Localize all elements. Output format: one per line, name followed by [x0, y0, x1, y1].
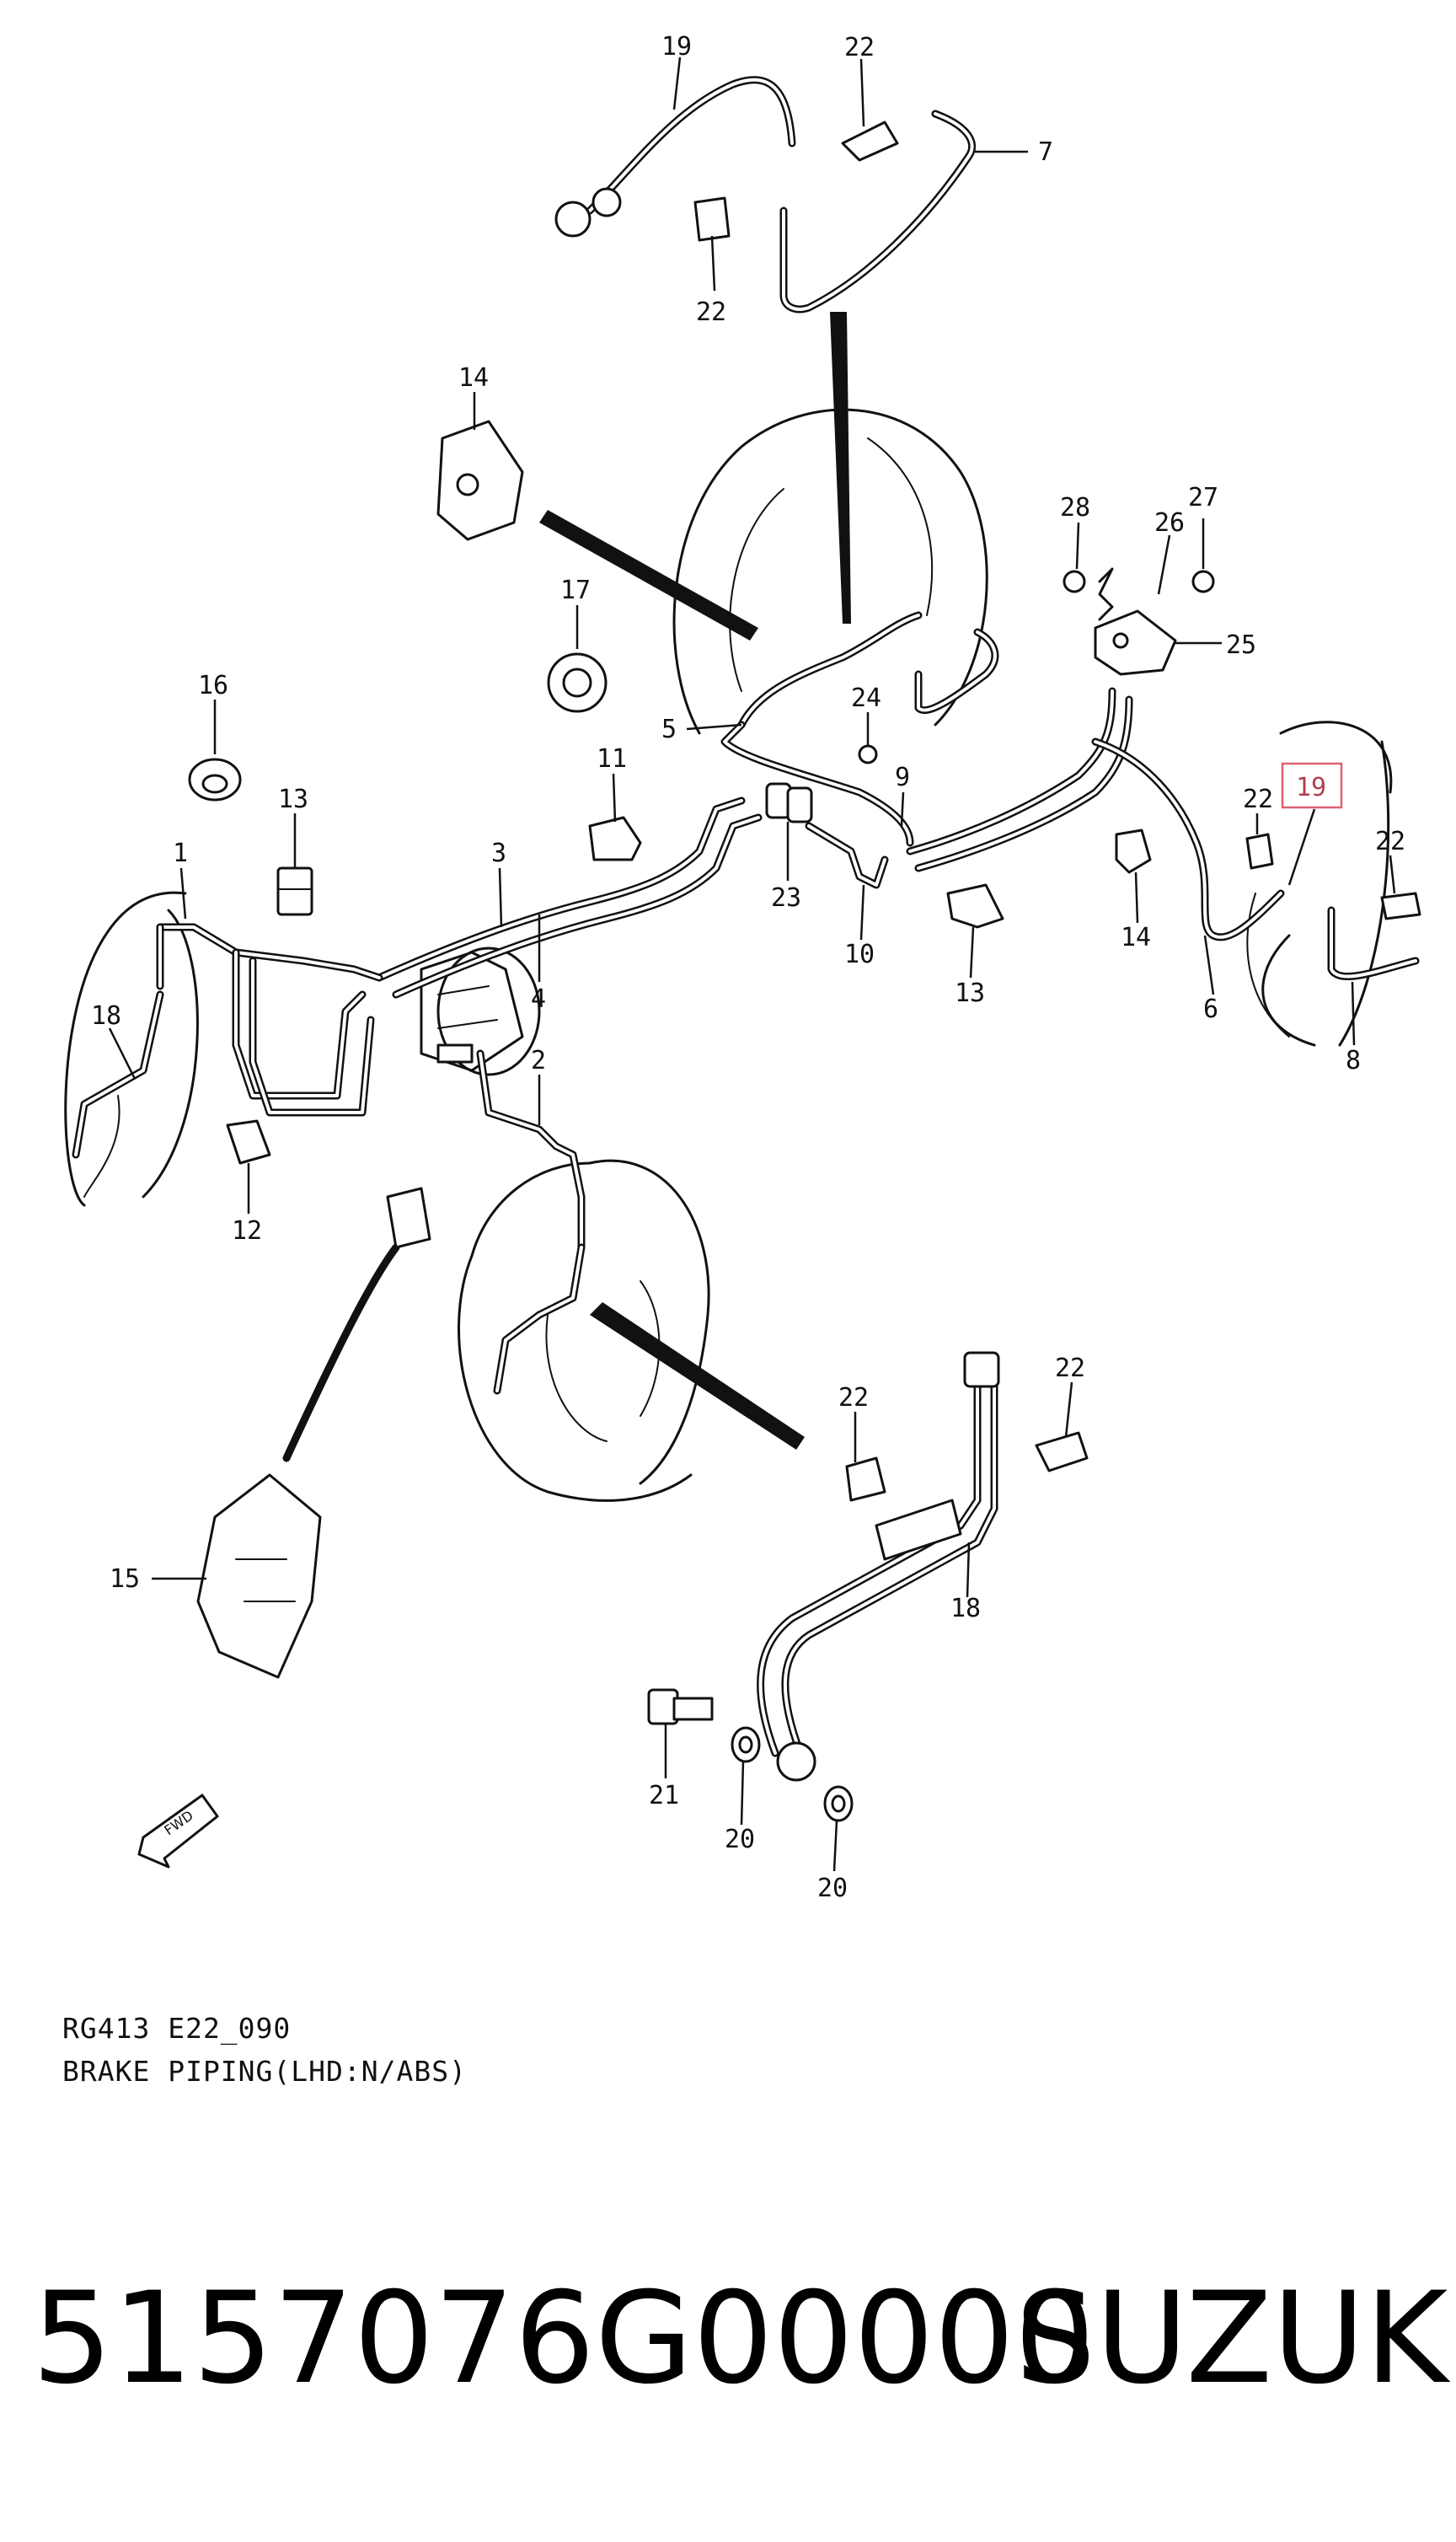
clip-22-right-a [1245, 833, 1274, 870]
clamp-11 [588, 816, 642, 861]
callout-11: 11 [597, 744, 627, 774]
cap-16 [188, 758, 242, 802]
callout-10: 10 [844, 940, 875, 969]
bolt-21 [647, 1688, 714, 1725]
callout-22-top-left: 22 [696, 298, 726, 327]
callout-3: 3 [491, 839, 506, 868]
callout-22-top-right: 22 [844, 33, 875, 62]
callout-24: 24 [851, 684, 881, 713]
callout-28: 28 [1060, 493, 1090, 523]
callout-18-left: 18 [91, 1001, 121, 1031]
washer-20-a [731, 1726, 761, 1763]
callout-14-right: 14 [1121, 923, 1151, 952]
callout-13-left: 13 [278, 785, 308, 814]
part-number: 5157076G00000 [32, 2266, 1095, 2412]
callout-labels: 19 22 7 22 14 28 27 26 25 17 5 24 16 11 … [91, 32, 1405, 1903]
callout-5: 5 [661, 715, 677, 744]
diagram-title: BRAKE PIPING(LHD:N/ABS) [62, 2055, 467, 2088]
master-cylinder-booster [420, 947, 541, 1076]
callout-14-top: 14 [458, 363, 489, 393]
bracket-14-top [436, 420, 524, 541]
callout-25: 25 [1226, 630, 1256, 660]
brand-name: SUZUKI [1015, 2266, 1456, 2412]
clip-22-bottom-b [1035, 1431, 1089, 1472]
clamp-13-left [276, 866, 313, 916]
clamp-12 [226, 1119, 271, 1165]
clip-22-bottom-a [845, 1456, 886, 1502]
washer-20-b [823, 1785, 854, 1822]
callout-8: 8 [1346, 1046, 1361, 1075]
callout-23: 23 [771, 883, 801, 913]
brake-pipes [72, 76, 1420, 1757]
pointer-wedges [539, 312, 851, 1450]
clamp-13-mid [946, 883, 1004, 929]
callout-26: 26 [1154, 508, 1185, 538]
hose-fitting-18-bottom [776, 1351, 1000, 1782]
callout-2: 2 [531, 1046, 546, 1075]
callout-15: 15 [110, 1564, 140, 1594]
fwd-arrow-icon: FWD [137, 1794, 219, 1869]
front-right-wheel-outline [1246, 721, 1393, 1047]
hose-fitting-19-top [554, 187, 622, 238]
clip-22-top-left [693, 196, 731, 242]
callout-22-bottom-a: 22 [838, 1383, 869, 1413]
callout-20-b: 20 [817, 1874, 848, 1903]
callout-7: 7 [1038, 137, 1053, 167]
rear-right-wheel-outline [672, 408, 988, 735]
grommet-17 [547, 652, 608, 713]
leader-lines [108, 56, 1396, 1872]
callout-21: 21 [649, 1781, 679, 1810]
front-left-wheel-outline [64, 891, 199, 1207]
highlight-box [1281, 762, 1343, 809]
callout-12: 12 [232, 1216, 262, 1246]
callout-27: 27 [1188, 483, 1218, 512]
callout-4: 4 [531, 984, 546, 1014]
grommet-14-right [1115, 829, 1152, 874]
spring-26 [1098, 567, 1114, 621]
callout-22-right-b: 22 [1375, 827, 1405, 856]
callout-6: 6 [1203, 995, 1218, 1024]
clip-22-right-b [1380, 892, 1421, 920]
joint-23 [765, 782, 813, 823]
bracket-15 [196, 1187, 431, 1679]
nut-27 [1191, 570, 1215, 593]
callout-1: 1 [173, 839, 188, 868]
valve-25 [1094, 609, 1177, 676]
bolt-24 [858, 744, 878, 764]
clip-22-top-right [841, 121, 899, 162]
nut-28 [1063, 570, 1086, 593]
callout-20-a: 20 [725, 1825, 755, 1854]
callout-18-bottom: 18 [950, 1594, 981, 1623]
callout-16: 16 [198, 671, 228, 700]
callout-9: 9 [895, 763, 910, 792]
callout-19-top: 19 [661, 32, 692, 62]
callout-22-right-a: 22 [1243, 785, 1273, 814]
callout-13-mid: 13 [955, 979, 985, 1008]
diagram-code: RG413 E22_090 [62, 2012, 292, 2045]
callout-22-bottom-b: 22 [1055, 1354, 1085, 1383]
callout-17: 17 [560, 576, 591, 605]
callout-19-right: 19 [1296, 773, 1326, 802]
